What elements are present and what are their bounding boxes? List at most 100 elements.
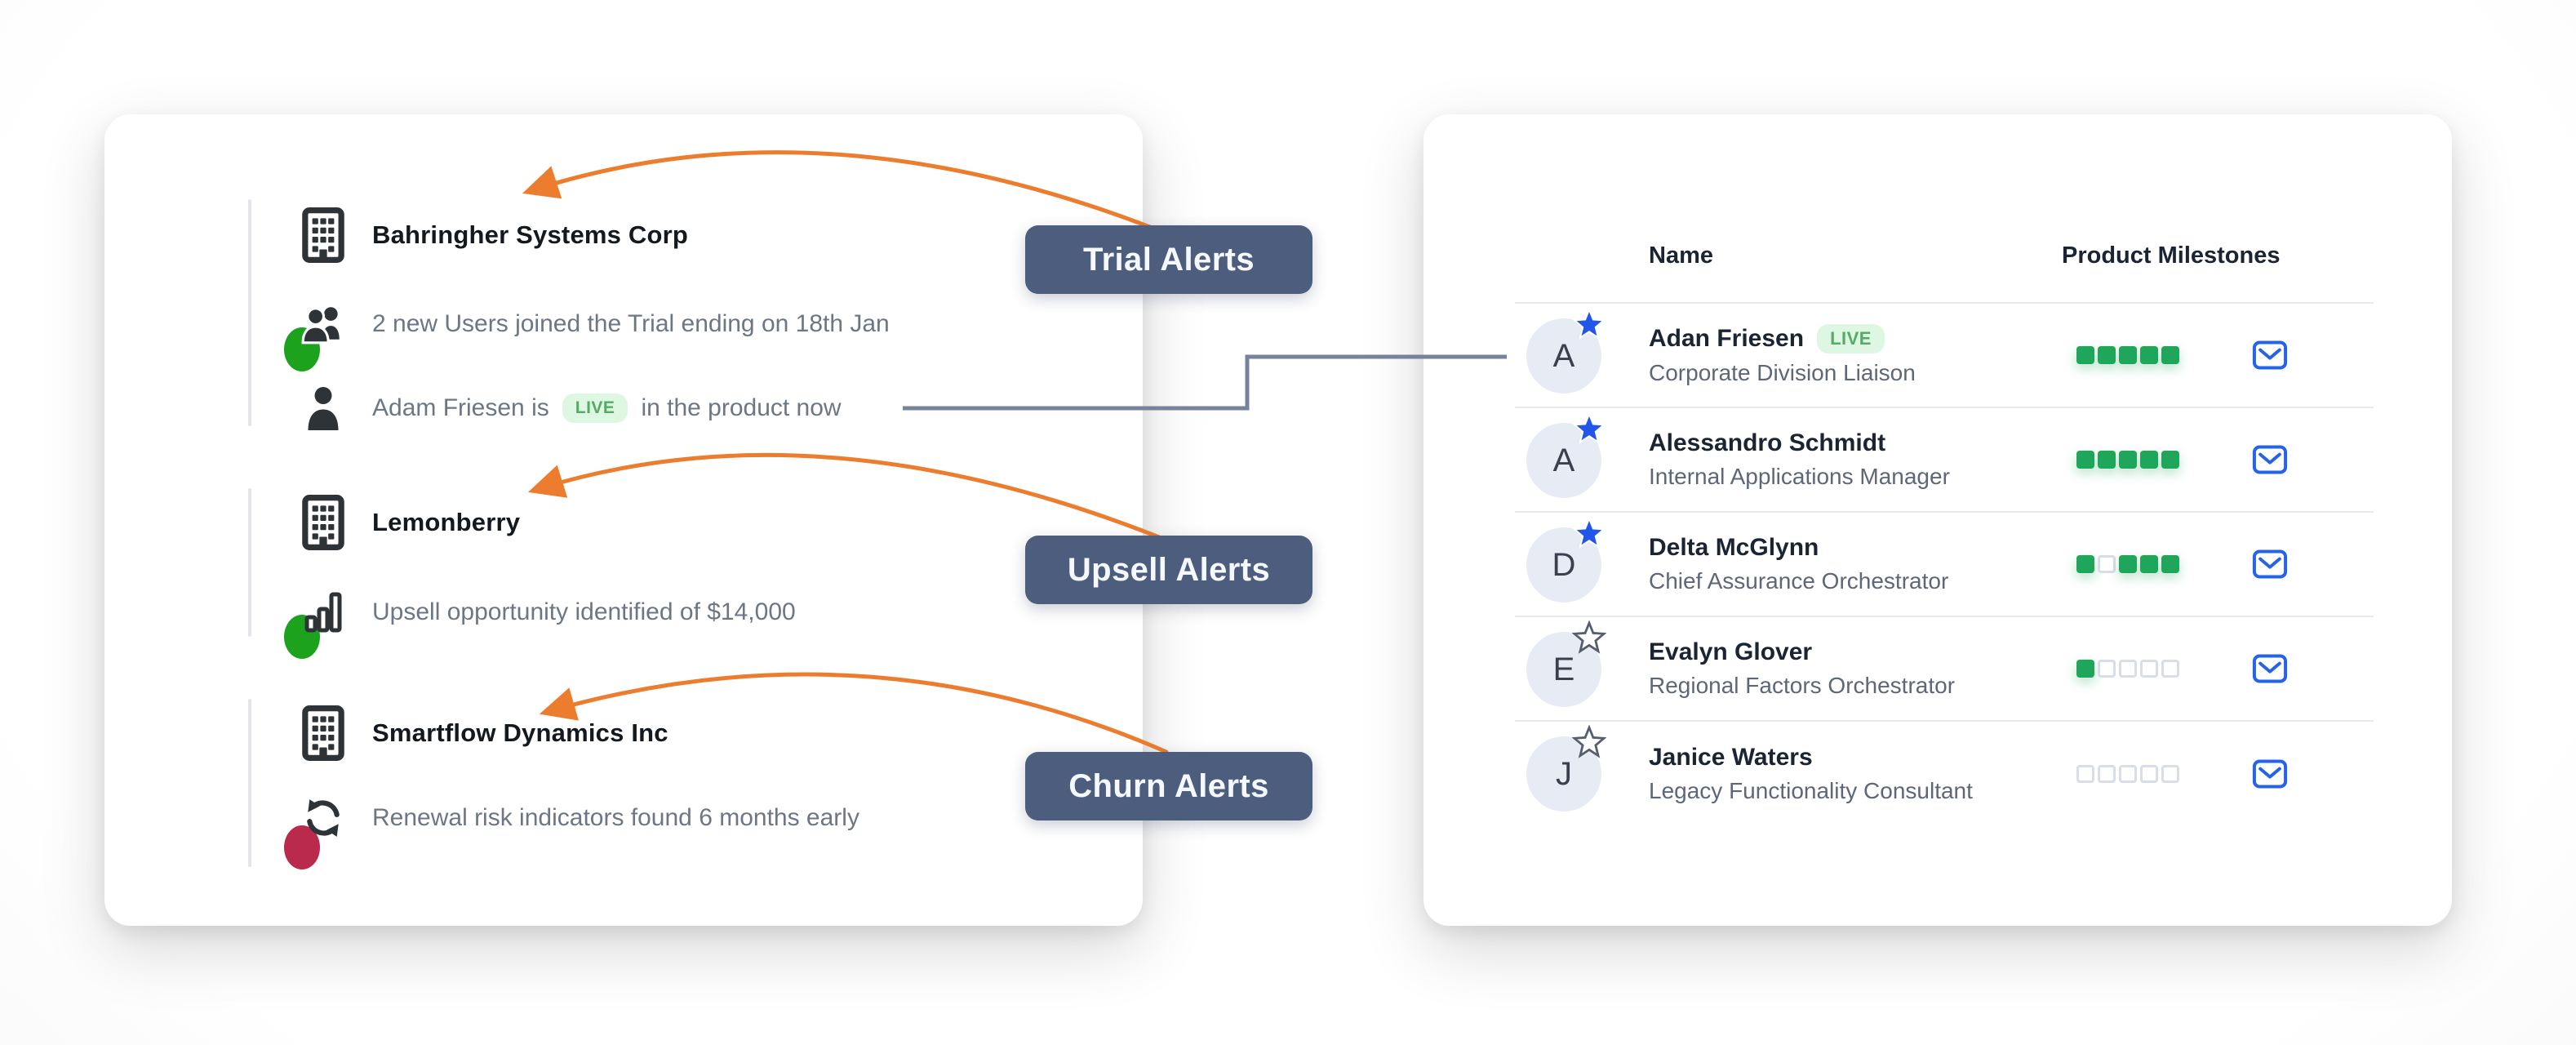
milestone-track [2076,555,2179,573]
person-icon [294,385,353,432]
event-text-after: in the product now [641,394,842,421]
users-icon [294,304,353,345]
avatar: D [1526,516,1606,603]
contact-role: Chief Assurance Orchestrator [1649,568,1949,594]
milestone-empty [2161,660,2179,678]
milestone-empty [2140,660,2158,678]
table-row: A Adan Friesen LIVE Corporate Division L… [1515,304,2374,408]
milestone-empty [2076,765,2094,783]
contact-name: Evalyn Glover [1649,638,1813,665]
mail-icon [2252,445,2288,474]
company-row: Lemonberry [294,490,520,555]
milestone-filled [2098,451,2116,469]
mail-icon [2252,340,2288,370]
milestone-filled [2161,451,2179,469]
status-dot [284,825,320,869]
milestone-filled [2161,555,2179,573]
company-name: Smartflow Dynamics Inc [372,718,668,747]
milestone-filled [2140,555,2158,573]
milestone-filled [2140,451,2158,469]
avatar-initial: D [1552,546,1576,583]
event-row: Renewal risk indicators found 6 months e… [294,785,859,851]
mail-icon [2252,759,2288,789]
contacts-card: Name Product Milestones A Adan Friesen L… [1423,114,2452,926]
building-icon [294,495,353,550]
milestone-filled [2076,451,2094,469]
trial-alerts-badge[interactable]: Trial Alerts [1025,225,1312,294]
table-row: D Delta McGlynn Chief Assurance Orchestr… [1515,513,2374,617]
contact-info: Janice Waters Legacy Functionality Consu… [1649,744,1973,804]
star-filled-icon [1572,516,1606,549]
contact-info: Delta McGlynn Chief Assurance Orchestrat… [1649,534,1948,594]
milestone-filled [2076,660,2094,678]
contact-name: Janice Waters [1649,744,1813,771]
contact-name: Delta McGlynn [1649,534,1819,561]
mail-button[interactable] [2251,757,2289,791]
milestone-filled [2140,346,2158,364]
table-row: A Alessandro Schmidt Internal Applicatio… [1515,408,2374,513]
milestone-filled [2161,346,2179,364]
milestone-empty [2098,765,2116,783]
column-header-milestones: Product Milestones [2062,242,2281,269]
avatar-initial: J [1556,755,1572,792]
contact-role: Corporate Division Liaison [1649,360,1916,385]
bar-chart-icon [294,590,353,634]
event-row: Upsell opportunity identified of $14,000 [294,580,796,645]
building-icon [294,207,353,263]
star-filled-icon [1572,411,1606,444]
mail-button[interactable] [2251,338,2289,372]
milestone-track [2076,660,2179,678]
company-row: Bahringher Systems Corp [294,202,688,268]
milestone-empty [2119,660,2137,678]
avatar-initial: A [1552,442,1575,478]
column-header-name: Name [1649,242,1713,269]
company-row: Smartflow Dynamics Inc [294,700,668,766]
event-text: Upsell opportunity identified of $14,000 [372,598,796,625]
milestone-filled [2119,346,2137,364]
mail-button[interactable] [2251,442,2289,477]
milestone-filled [2119,555,2137,573]
milestone-track [2076,346,2179,364]
milestone-empty [2140,765,2158,783]
star-filled-icon [1572,307,1606,340]
mail-button[interactable] [2251,651,2289,686]
avatar: J [1526,725,1606,812]
mail-icon [2252,549,2288,579]
milestone-filled [2098,346,2116,364]
milestone-empty [2098,660,2116,678]
live-badge: LIVE [1817,324,1885,354]
avatar-initial: E [1552,651,1575,687]
mail-button[interactable] [2251,547,2289,581]
mail-icon [2252,654,2288,683]
timeline-rule [248,488,251,637]
contact-name: Adan Friesen [1649,325,1805,352]
milestone-empty [2098,555,2116,573]
milestone-empty [2161,765,2179,783]
avatar: A [1526,411,1606,498]
star-outline-icon [1572,725,1606,758]
avatar-initial: A [1552,337,1575,374]
company-name: Bahringher Systems Corp [372,220,689,249]
building-icon [294,705,353,761]
timeline-rule [248,699,251,867]
churn-alerts-badge[interactable]: Churn Alerts [1025,752,1312,820]
contact-name: Alessandro Schmidt [1649,429,1886,456]
table-row: E Evalyn Glover Regional Factors Orchest… [1515,617,2374,722]
milestone-filled [2119,451,2137,469]
milestone-track [2076,765,2179,783]
live-badge: LIVE [562,394,628,423]
renewal-icon [294,797,353,839]
table-body: A Adan Friesen LIVE Corporate Division L… [1515,304,2374,826]
contact-role: Regional Factors Orchestrator [1649,673,1956,698]
contact-info: Evalyn Glover Regional Factors Orchestra… [1649,638,1955,699]
event-row: 2 new Users joined the Trial ending on 1… [294,291,890,357]
upsell-alerts-badge[interactable]: Upsell Alerts [1025,536,1312,604]
event-text-before: Adam Friesen is [372,394,549,421]
milestone-filled [2076,346,2094,364]
event-text: Adam Friesen is LIVE in the product now [372,394,842,423]
contact-info: Adan Friesen LIVE Corporate Division Lia… [1649,324,1916,386]
star-outline-icon [1572,620,1606,654]
event-text: Renewal risk indicators found 6 months e… [372,804,859,831]
contact-role: Legacy Functionality Consultant [1649,778,1973,803]
